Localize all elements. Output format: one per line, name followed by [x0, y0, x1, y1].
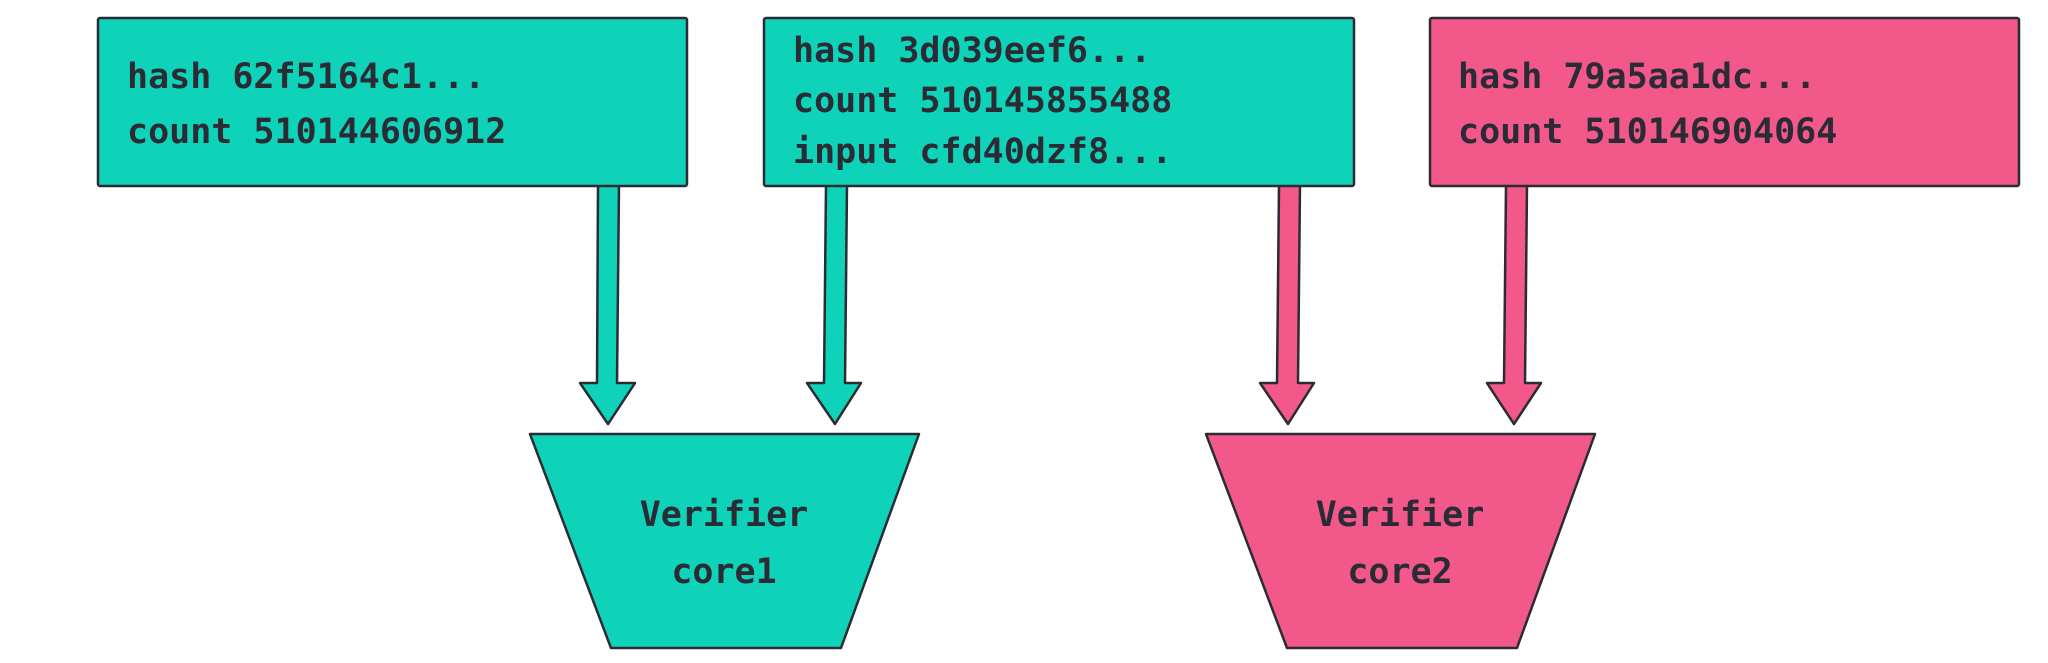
arrow-box2-to-core1 — [805, 183, 863, 426]
arrow-box2-to-core2 — [1258, 183, 1316, 426]
verifier-core-2-line-1: Verifier — [1316, 495, 1485, 535]
hash-box-1: hash 62f5164c1... count 510144606912 — [96, 16, 689, 188]
verifier-core-2-line-2: core2 — [1347, 552, 1452, 592]
hash-box-2-background — [762, 16, 1356, 188]
arrows-group — [578, 183, 1543, 426]
hash-box-2-line-3: input cfd40dzf8... — [793, 132, 1172, 172]
hash-box-3: hash 79a5aa1dc... count 510146904064 — [1428, 16, 2021, 188]
hash-box-1-line-2: count 510144606912 — [127, 112, 506, 152]
arrow-box1-to-core1 — [578, 183, 637, 426]
hash-box-2-line-1: hash 3d039eef6... — [793, 31, 1151, 71]
arrow-box3-to-core2 — [1485, 183, 1543, 426]
hash-box-3-line-2: count 510146904064 — [1458, 112, 1837, 152]
verifier-core-2-shape — [1204, 432, 1597, 650]
hash-box-3-line-1: hash 79a5aa1dc... — [1458, 57, 1816, 97]
verifier-core-1: Verifier core1 — [528, 432, 921, 650]
verifier-core-2: Verifier core2 — [1204, 432, 1597, 650]
verifier-core-1-line-1: Verifier — [640, 495, 809, 535]
verifier-core-1-shape — [528, 432, 921, 650]
hash-box-1-background — [96, 16, 689, 188]
hash-box-2-line-2: count 510145855488 — [793, 81, 1172, 121]
hash-box-2: hash 3d039eef6... count 510145855488 inp… — [762, 16, 1356, 188]
hash-box-1-line-1: hash 62f5164c1... — [127, 57, 485, 97]
hash-box-3-background — [1428, 16, 2021, 188]
verifier-core-1-line-2: core1 — [671, 552, 776, 592]
